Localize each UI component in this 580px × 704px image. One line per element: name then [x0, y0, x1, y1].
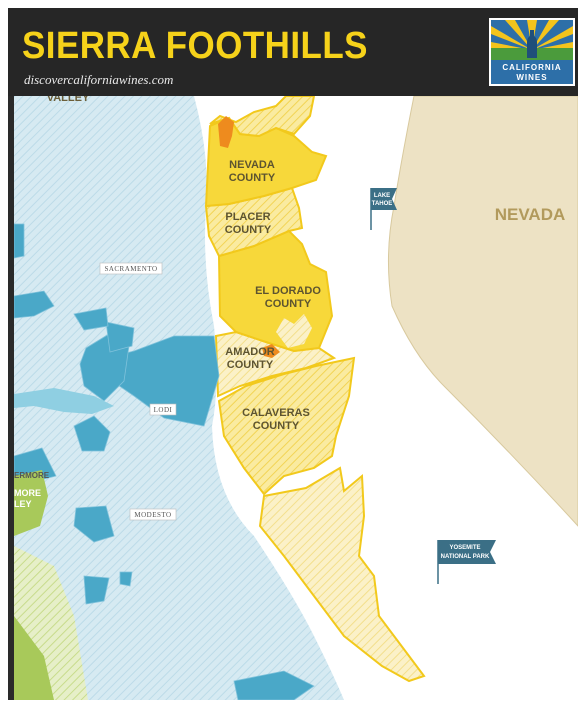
website-link[interactable]: discovercaliforniawines.com — [24, 72, 174, 87]
fiddletown-ava — [262, 344, 280, 358]
amador-county-label-2: COUNTY — [227, 359, 274, 371]
el-dorado-county-label-2: COUNTY — [265, 298, 312, 310]
lake-tahoe-label-2: TAHOE — [372, 201, 393, 207]
sacramento-city-marker[interactable]: SACRAMENTO — [99, 262, 163, 275]
lodi-vineyards — [14, 223, 315, 700]
nevada-county-label-1: NEVADA — [229, 159, 275, 171]
nevada-state-region — [387, 96, 578, 527]
amador-county-label-1: AMADOR — [225, 346, 275, 358]
lodi-city-marker[interactable]: LODI — [149, 403, 177, 416]
header-bar: SIERRA FOOTHILLS discovercaliforniawines… — [8, 8, 578, 96]
valley-label: VALLEY — [47, 96, 90, 104]
calaveras-county-label-1: CALAVERAS — [242, 407, 310, 419]
logo-line-2: WINES — [516, 73, 548, 82]
el-dorado-county-label-1: EL DORADO — [255, 285, 321, 297]
modesto-city-marker[interactable]: MODESTO — [129, 508, 177, 521]
logo-emblem-icon — [491, 20, 573, 84]
logo-line-1: CALIFORNIA — [502, 63, 562, 72]
green-solid-region — [14, 616, 54, 700]
delta-water — [14, 388, 114, 414]
modesto-label: MODESTO — [134, 511, 171, 519]
page-title: SIERRA FOOTHILLS — [22, 25, 368, 67]
yosemite-label-1: YOSEMITE — [449, 545, 480, 551]
lodi-label: LODI — [154, 406, 173, 414]
lake-tahoe-flag[interactable]: LAKE TAHOE — [370, 188, 397, 230]
tuolumne-mariposa-region — [258, 466, 426, 683]
nevada-county-label-2: COUNTY — [229, 172, 276, 184]
sacramento-label: SACRAMENTO — [104, 265, 157, 273]
lake-tahoe-label-1: LAKE — [374, 193, 390, 199]
livermore-valley-region — [14, 470, 48, 536]
wine-region-map[interactable]: NEVADA COUNTY PLACER COUNTY EL DORADO CO… — [14, 96, 578, 700]
livermore-label-1: MORE — [14, 488, 41, 498]
yosemite-label-2: NATIONAL PARK — [441, 554, 490, 560]
north-yuba-ava — [218, 116, 234, 148]
el-dorado-inner-hatch — [276, 314, 312, 348]
california-wines-logo[interactable]: CALIFORNIA WINES — [489, 18, 575, 86]
nevada-state-label: NEVADA — [495, 205, 566, 224]
map-canvas: NEVADA COUNTY PLACER COUNTY EL DORADO CO… — [14, 96, 578, 700]
calaveras-county-label-2: COUNTY — [253, 420, 300, 432]
yosemite-flag[interactable]: YOSEMITE NATIONAL PARK — [437, 540, 496, 584]
livermore-label-2: LEY — [14, 499, 32, 509]
placer-county-label-1: PLACER — [225, 211, 270, 223]
livermore-top-label: ERMORE — [14, 471, 50, 480]
placer-county-label-2: COUNTY — [225, 224, 272, 236]
yuba-county-region — [209, 96, 316, 138]
